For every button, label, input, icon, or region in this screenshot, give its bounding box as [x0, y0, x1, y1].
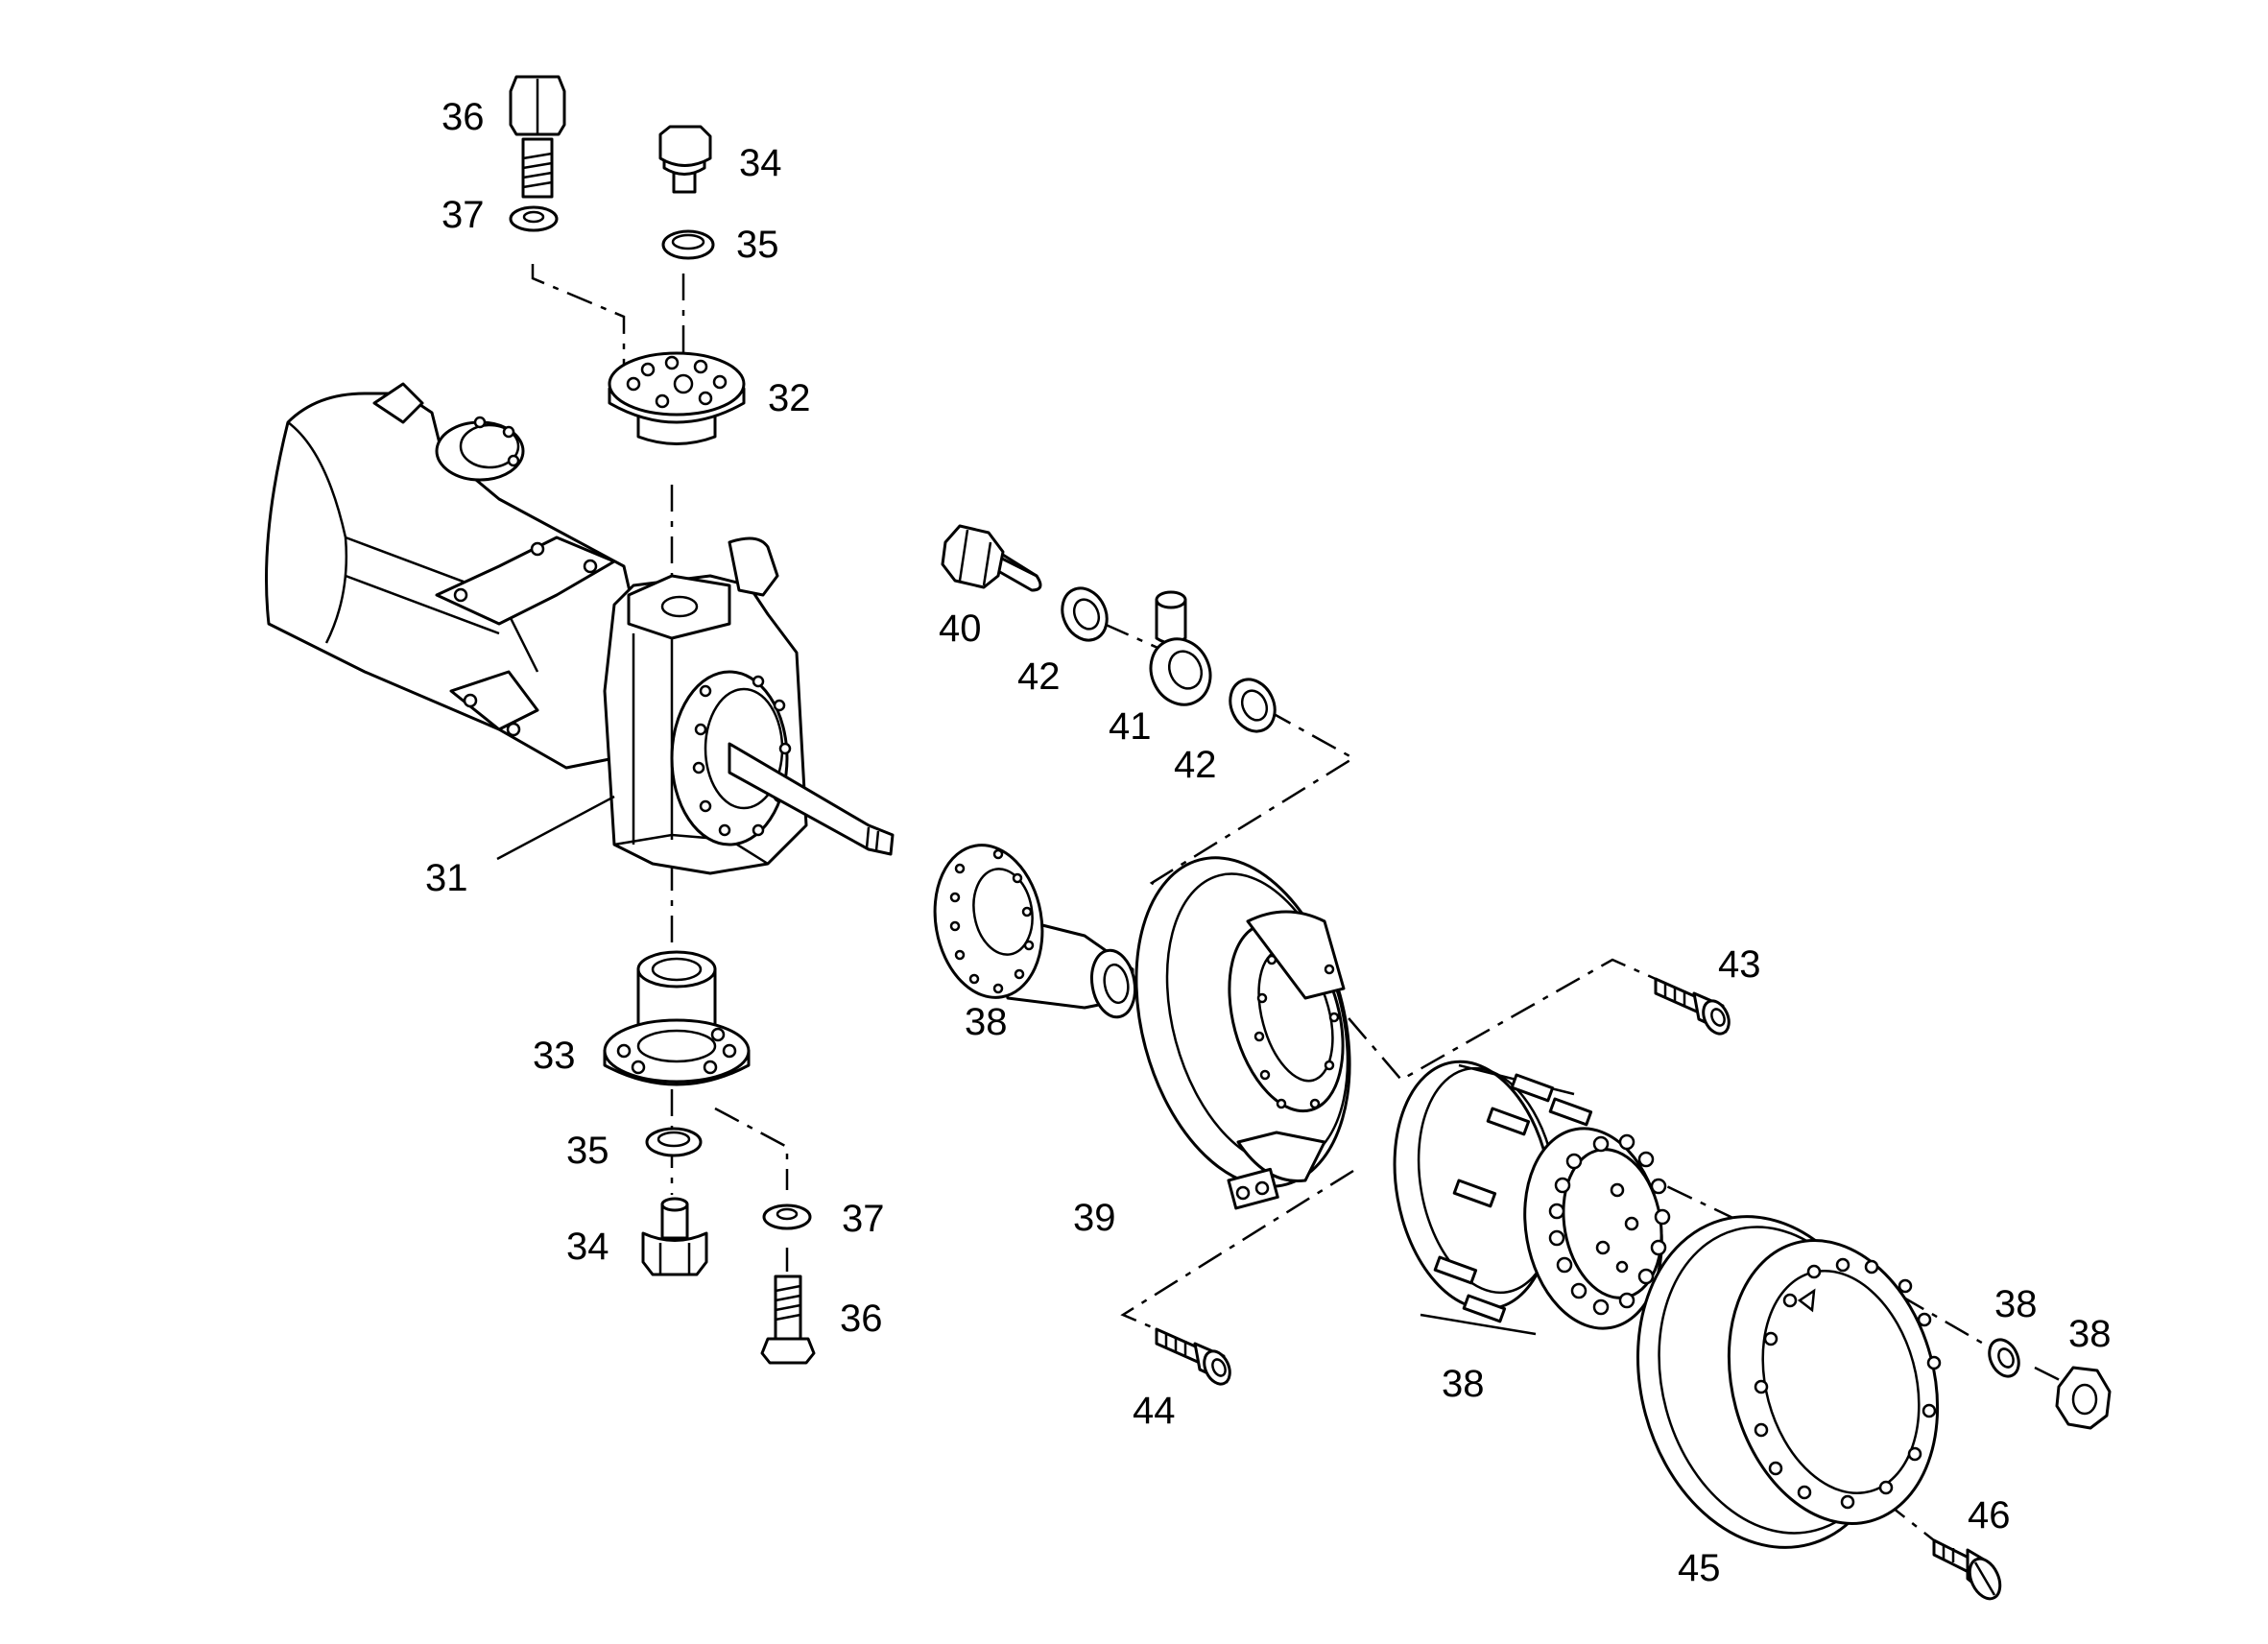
part-31-axle-housing	[265, 382, 655, 770]
callout-34-bottom: 34	[566, 1226, 609, 1268]
part-39-brake-plate	[1134, 856, 1351, 1210]
part-46-countersunk-screw	[1932, 1538, 2002, 1601]
part-38-wheel-hub	[1393, 1060, 1671, 1336]
part-34-plug-top	[658, 125, 712, 194]
part-37-washer-top	[509, 205, 559, 232]
callout-labels: 36 37 34 35 32 40 42 41 42 31 38 43 33 3…	[425, 96, 2112, 1589]
callout-37-top: 37	[442, 194, 485, 236]
part-35-seal-top	[661, 229, 715, 260]
callout-38-washer: 38	[1994, 1283, 2038, 1325]
callout-38-spindle: 38	[965, 1001, 1008, 1043]
callout-38-hub: 38	[1442, 1363, 1485, 1405]
callout-33: 33	[533, 1035, 576, 1077]
callout-34-top: 34	[739, 142, 782, 184]
part-35-seal-bottom	[645, 1127, 703, 1157]
callout-37-bottom: 37	[842, 1198, 885, 1240]
hub-bearing-balls	[1548, 1133, 1671, 1316]
callout-42-b: 42	[1174, 744, 1217, 786]
callout-32: 32	[768, 377, 811, 419]
callout-38-nut: 38	[2068, 1313, 2112, 1355]
callout-35-top: 35	[736, 224, 779, 266]
leader-lines	[496, 795, 615, 861]
callout-40: 40	[939, 608, 982, 650]
part-31-steering-knuckle	[603, 536, 895, 875]
callout-44: 44	[1133, 1390, 1176, 1432]
callout-36-bottom: 36	[840, 1298, 883, 1340]
part-44-screw	[1155, 1327, 1231, 1386]
part-33-bushing-bottom	[603, 950, 751, 1086]
part-41-banjo-union	[1149, 590, 1212, 706]
callout-39: 39	[1073, 1197, 1116, 1239]
part-38-nut	[2055, 1366, 2112, 1430]
callout-43: 43	[1718, 943, 1761, 986]
callout-46: 46	[1968, 1494, 2011, 1537]
part-34-plug-bottom	[641, 1197, 708, 1276]
part-36-bolt-top	[509, 75, 566, 199]
part-37-washer-bottom	[762, 1203, 812, 1230]
part-36-bolt-bottom	[760, 1275, 816, 1365]
part-32-bushing-top	[608, 351, 746, 445]
part-45-brake-drum	[1636, 1215, 1942, 1549]
drum-holes	[1754, 1257, 1942, 1510]
callout-36-top: 36	[442, 96, 485, 138]
part-38-spindle	[933, 844, 1137, 1019]
callout-42-a: 42	[1017, 655, 1061, 698]
callout-41: 41	[1109, 705, 1152, 748]
hub-studs	[1433, 1073, 1593, 1323]
part-38-washer	[1988, 1338, 2020, 1378]
callout-45: 45	[1678, 1547, 1721, 1589]
callout-35-bottom: 35	[566, 1130, 609, 1172]
callout-31: 31	[425, 857, 468, 899]
part-40-banjo-bolt	[941, 524, 1042, 592]
part-43-screw	[1654, 977, 1731, 1036]
part-42-seal-ring-b	[1229, 678, 1277, 733]
part-42-seal-ring-a	[1061, 586, 1109, 642]
